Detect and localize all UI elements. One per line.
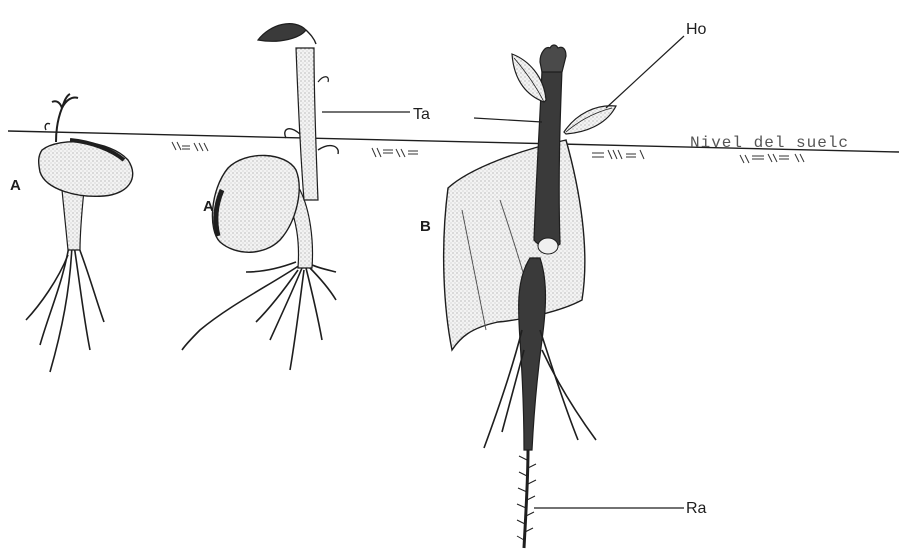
seedling-a-middle — [182, 24, 338, 370]
label-ra: Ra — [686, 501, 706, 517]
label-seedling-b: B — [420, 219, 431, 234]
label-seedling-a-left: A — [10, 178, 21, 193]
ta-leader-right — [474, 118, 542, 122]
seedling-a-left — [26, 94, 133, 372]
label-ground-level: Nivel del suelc — [690, 135, 849, 151]
label-ta: Ta — [413, 107, 430, 123]
ho-leader — [606, 36, 684, 108]
seedling-b — [444, 45, 616, 548]
label-seedling-a-middle: A — [203, 199, 214, 214]
label-ho: Ho — [686, 22, 706, 38]
